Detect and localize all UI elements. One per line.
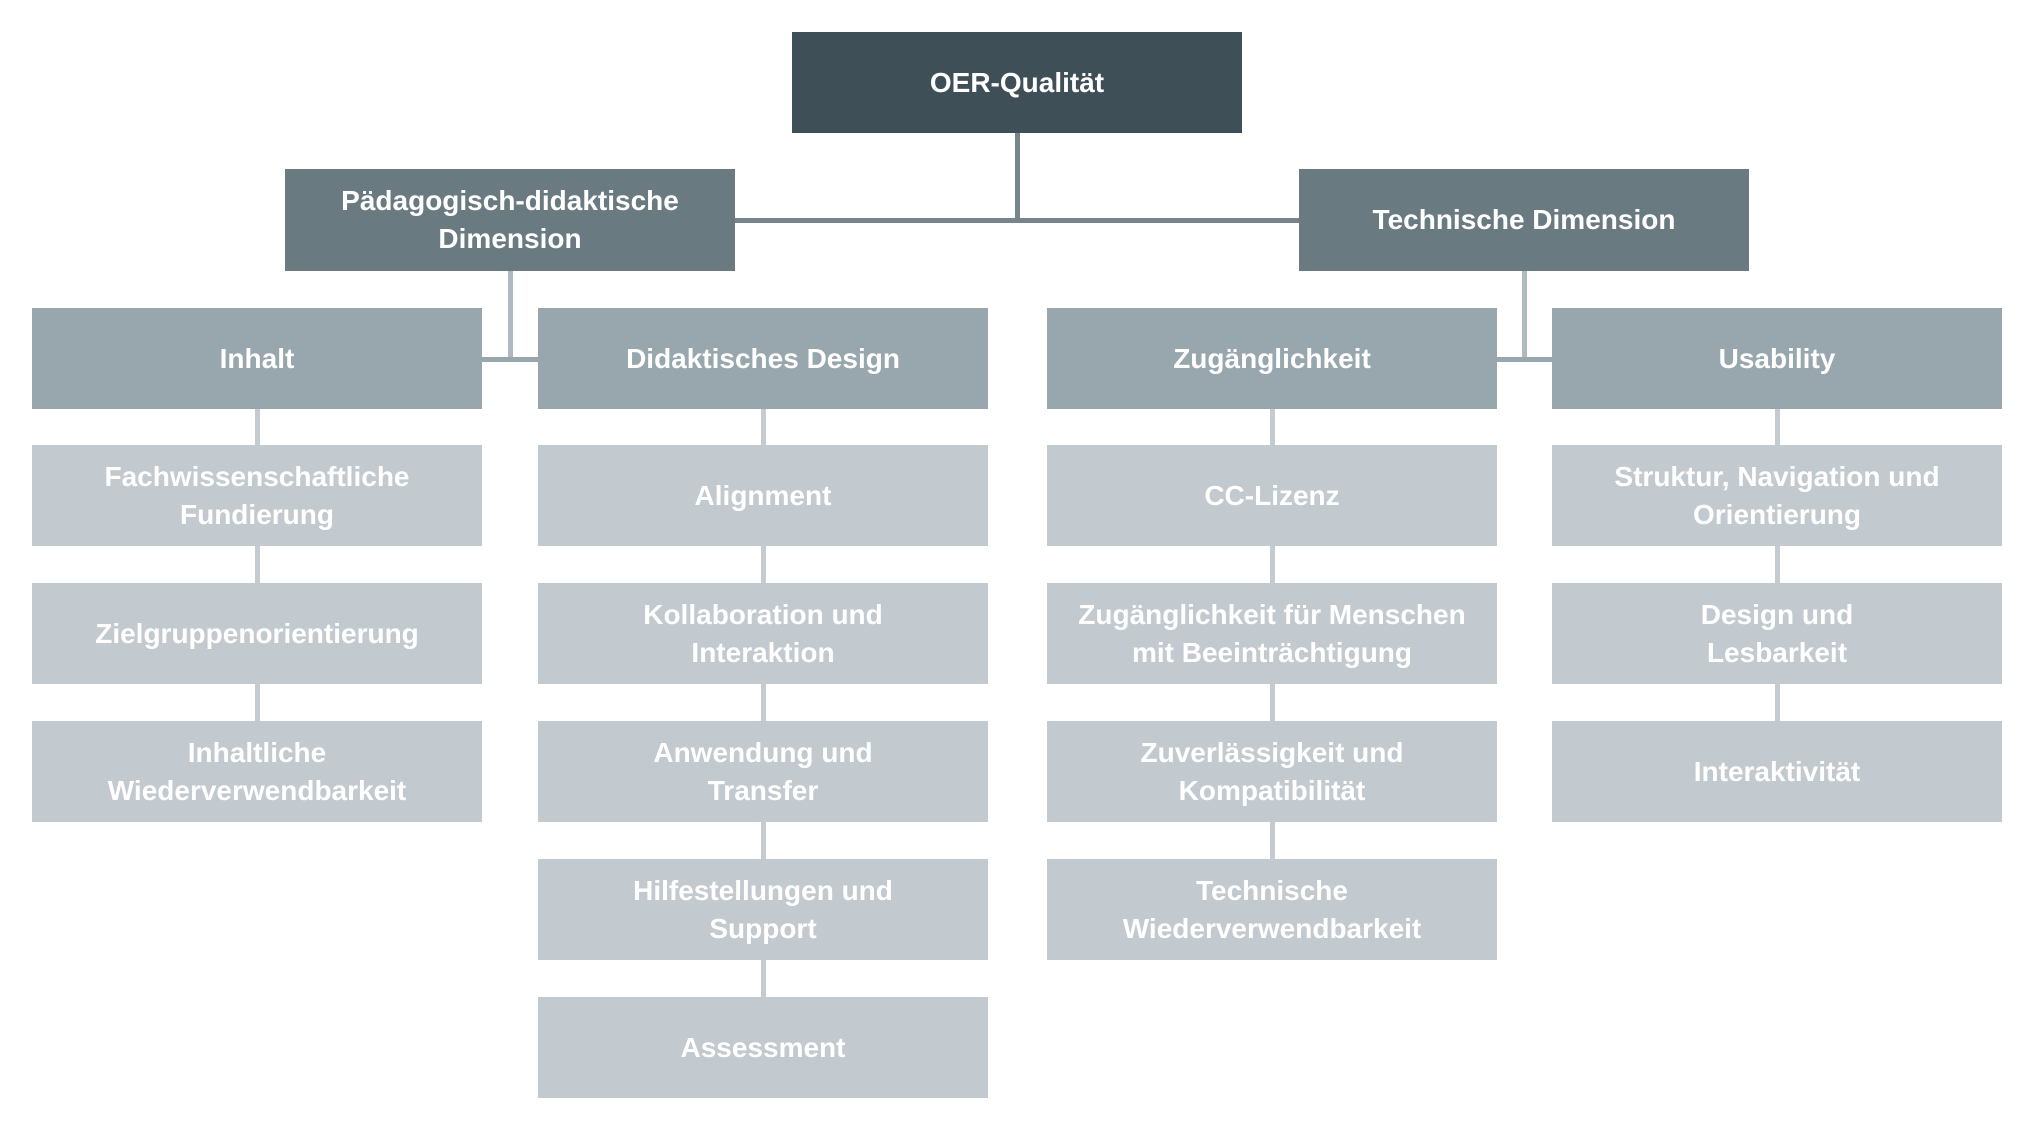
item-box-technische-wiederverwendbarkeit: Technische Wiederverwendbarkeit [1047, 859, 1497, 960]
category-box-usability: Usability [1552, 308, 2002, 409]
item-box-fachwissenschaftliche-fundierung: Fachwissenschaftliche Fundierung [32, 445, 482, 546]
root-box-oer-qualitaet: OER-Qualität [792, 32, 1242, 133]
connector-zugaenglichkeit-3 [1270, 684, 1275, 721]
category-box-inhalt: Inhalt [32, 308, 482, 409]
item-box-struktur-navigation-orientierung: Struktur, Navigation und Orientierung [1552, 445, 2002, 546]
item-box-alignment: Alignment [538, 445, 988, 546]
connector-didaktik-1 [761, 409, 766, 445]
connector-zugaenglichkeit-1 [1270, 409, 1275, 445]
connector-zugaenglichkeit-2 [1270, 546, 1275, 583]
connector-inhalt-3 [255, 684, 260, 721]
category-box-didaktisches-design: Didaktisches Design [538, 308, 988, 409]
item-box-anwendung-und-transfer: Anwendung und Transfer [538, 721, 988, 822]
item-box-kollaboration-und-interaktion: Kollaboration und Interaktion [538, 583, 988, 684]
dimension-box-paedagogisch-didaktisch: Pädagogisch-didaktische Dimension [285, 169, 735, 271]
dimension-box-technisch: Technische Dimension [1299, 169, 1749, 271]
item-box-zuverlaessigkeit-kompatibilitaet: Zuverlässigkeit und Kompatibilität [1047, 721, 1497, 822]
connector-didaktik-5 [761, 960, 766, 997]
connector-root-vertical [1015, 133, 1020, 221]
connector-zugaenglichkeit-4 [1270, 822, 1275, 859]
item-box-hilfestellungen-und-support: Hilfestellungen und Support [538, 859, 988, 960]
connector-root-horizontal [735, 218, 1299, 223]
item-box-interaktivitaet: Interaktivität [1552, 721, 2002, 822]
item-box-design-und-lesbarkeit: Design und Lesbarkeit [1552, 583, 2002, 684]
connector-didaktik-2 [761, 546, 766, 583]
connector-paedagogisch-vertical [508, 271, 513, 360]
item-box-inhaltliche-wiederverwendbarkeit: Inhaltliche Wiederverwendbarkeit [32, 721, 482, 822]
connector-didaktik-3 [761, 684, 766, 721]
connector-usability-1 [1775, 409, 1780, 445]
connector-technisch-horizontal [1497, 357, 1552, 362]
connector-technisch-vertical [1522, 271, 1527, 360]
connector-paedagogisch-horizontal [482, 357, 538, 362]
connector-inhalt-2 [255, 546, 260, 583]
item-box-zielgruppenorientierung: Zielgruppenorientierung [32, 583, 482, 684]
connector-inhalt-1 [255, 409, 260, 445]
item-box-assessment: Assessment [538, 997, 988, 1098]
connector-usability-2 [1775, 546, 1780, 583]
item-box-cc-lizenz: CC-Lizenz [1047, 445, 1497, 546]
item-box-zugaenglichkeit-beeintraechtigung: Zugänglichkeit für Menschen mit Beeinträ… [1047, 583, 1497, 684]
connector-usability-3 [1775, 684, 1780, 721]
category-box-zugaenglichkeit: Zugänglichkeit [1047, 308, 1497, 409]
connector-didaktik-4 [761, 822, 766, 859]
